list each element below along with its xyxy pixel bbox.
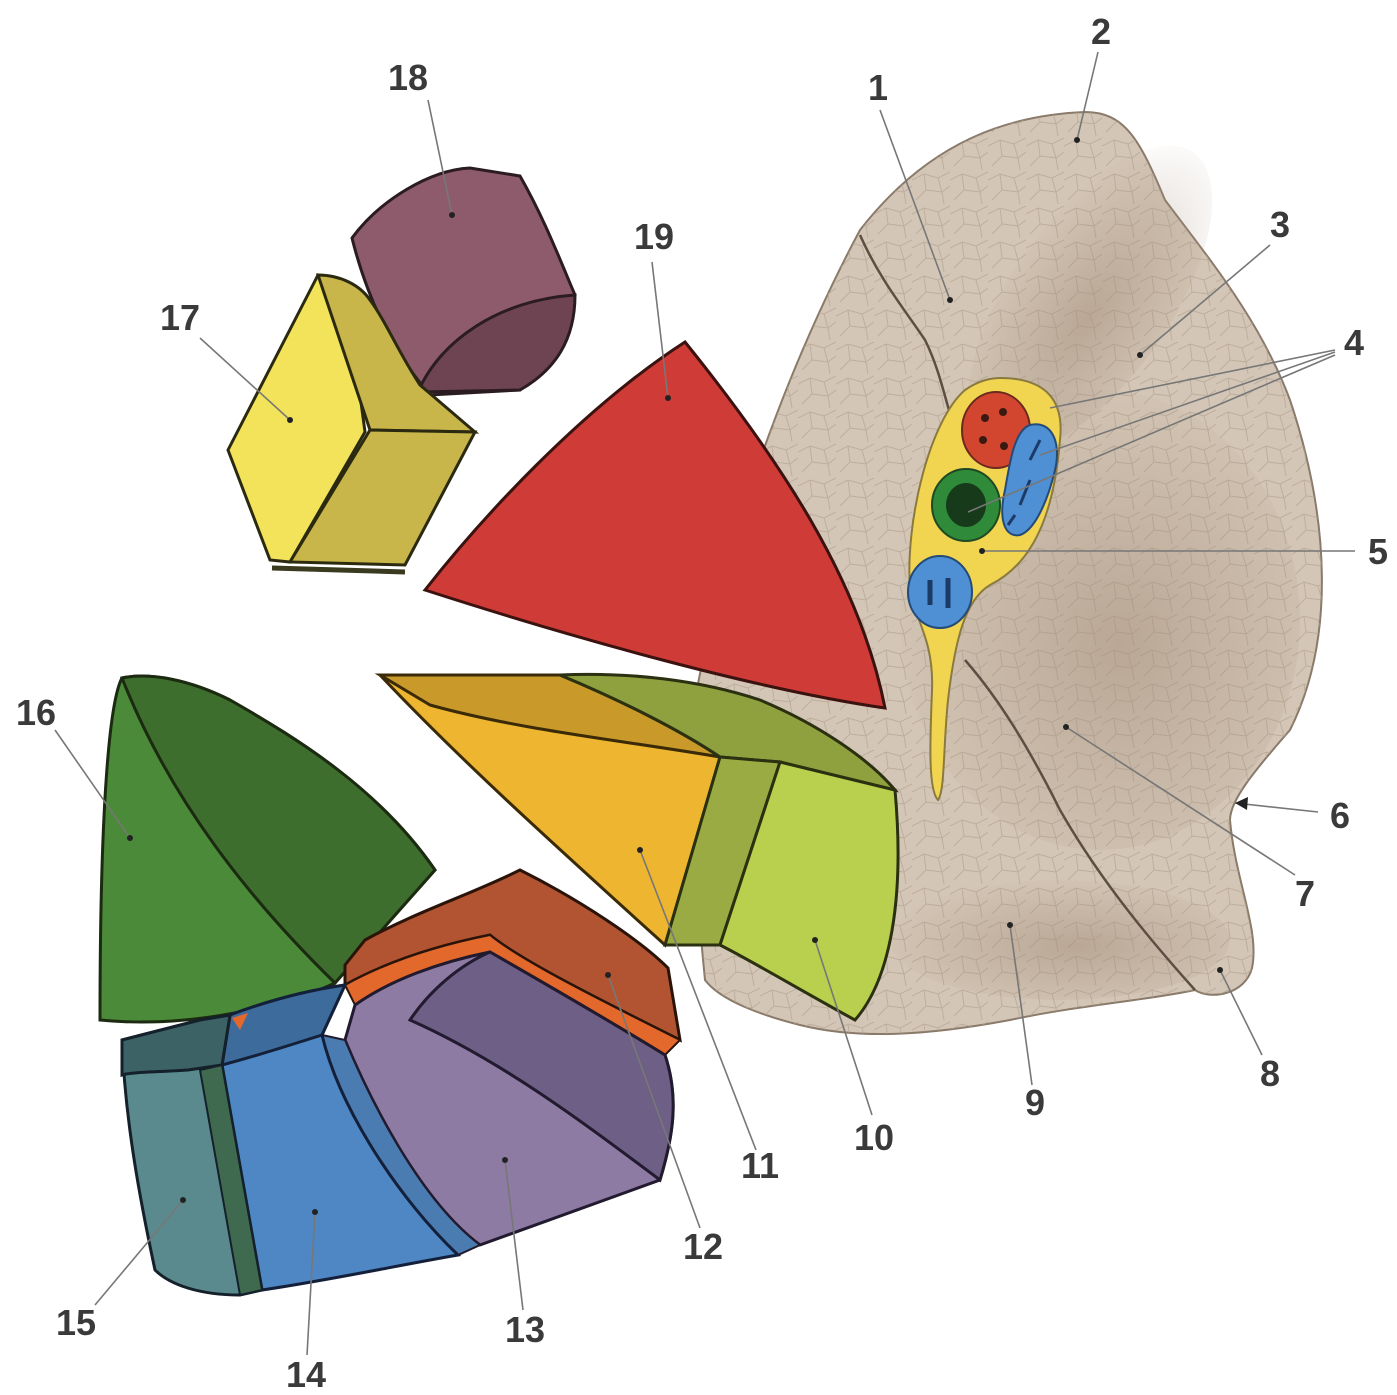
pulmonary-vein-lower (908, 556, 972, 628)
label-6: 6 (1330, 798, 1350, 834)
label-3: 3 (1270, 207, 1290, 243)
label-7: 7 (1295, 876, 1315, 912)
bronchus (932, 469, 1000, 541)
label-4: 4 (1344, 325, 1364, 361)
label-18: 18 (388, 60, 428, 96)
label-17: 17 (160, 300, 200, 336)
label-16: 16 (16, 695, 56, 731)
diaphragmatic-groove (890, 880, 1230, 1000)
leader-6 (1235, 803, 1318, 812)
label-10: 10 (854, 1120, 894, 1156)
label-1: 1 (868, 70, 888, 106)
label-5: 5 (1368, 534, 1388, 570)
label-2: 2 (1091, 14, 1111, 50)
label-9: 9 (1025, 1085, 1045, 1121)
label-15: 15 (56, 1305, 96, 1341)
label-14: 14 (286, 1357, 326, 1393)
label-13: 13 (505, 1312, 545, 1348)
label-12: 12 (683, 1229, 723, 1265)
label-11: 11 (741, 1148, 779, 1184)
label-19: 19 (634, 219, 674, 255)
label-8: 8 (1260, 1056, 1280, 1092)
